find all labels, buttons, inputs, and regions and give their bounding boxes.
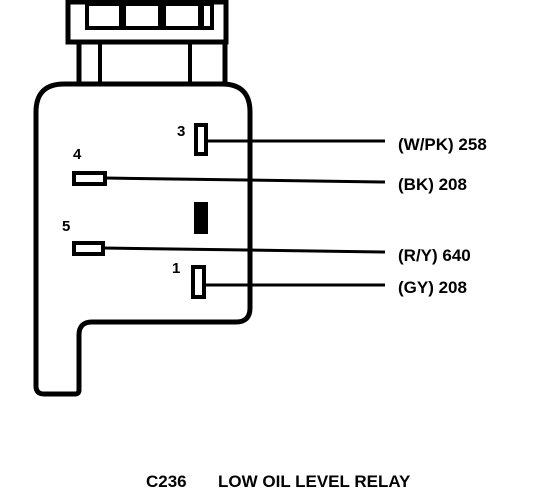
- pin-1-number: 1: [172, 260, 180, 277]
- diagram-title: LOW OIL LEVEL RELAY: [218, 472, 411, 491]
- connector-latch: [65, 0, 229, 87]
- pin-1-wire-label: (GY) 208: [398, 278, 467, 297]
- pin-4-number: 4: [73, 146, 82, 163]
- pin-5-wire-label: (R/Y) 640: [398, 246, 471, 265]
- pin-5-wire: [102, 246, 386, 254]
- connector-body: [33, 81, 253, 397]
- polarization-key: [194, 202, 208, 234]
- pin-4-wire: [104, 176, 386, 184]
- pin-4-terminal: [72, 171, 107, 186]
- pin-5-number: 5: [62, 218, 70, 235]
- pin-3-number: 3: [177, 123, 185, 140]
- pin-5-terminal: [72, 241, 105, 256]
- pin-3-terminal: [194, 123, 208, 156]
- pin-4-wire-label: (BK) 208: [398, 175, 467, 194]
- pin-3-wire-label: (W/PK) 258: [398, 135, 487, 154]
- pin-1-terminal: [191, 265, 206, 299]
- connector-id: C236: [146, 472, 187, 491]
